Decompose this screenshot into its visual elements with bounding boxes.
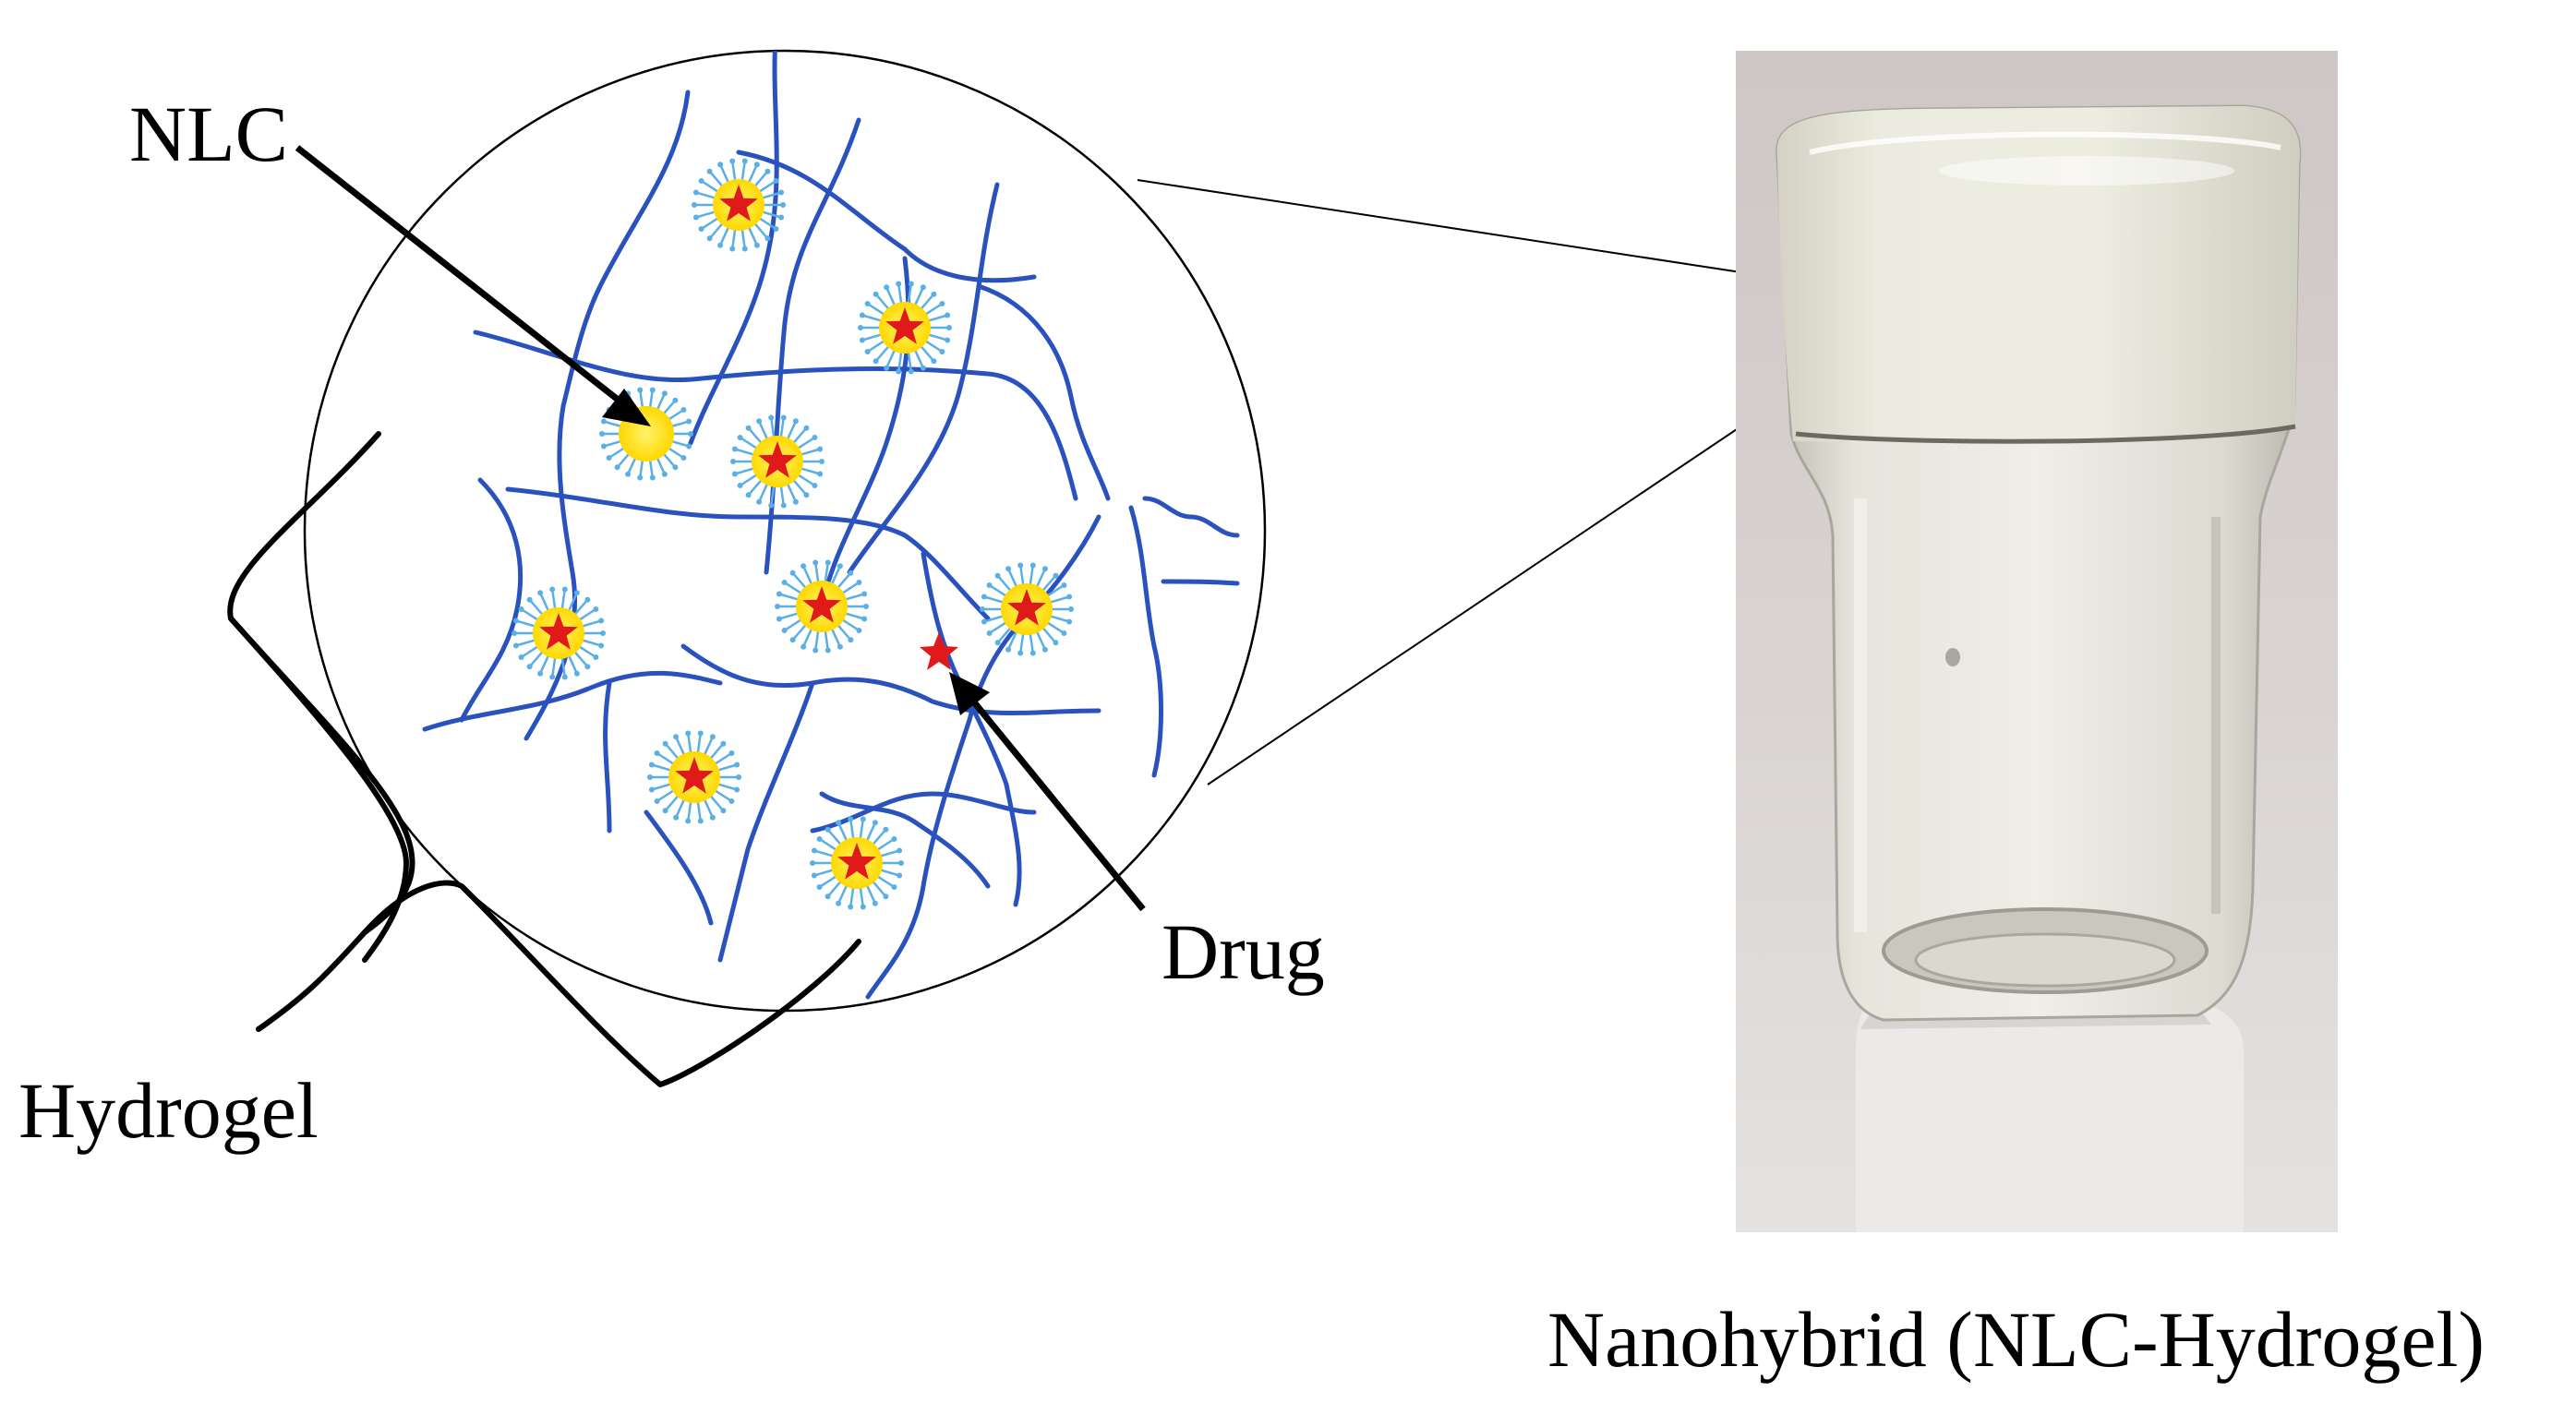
nlc-particle-with-drug: [810, 816, 904, 910]
nlc-pointer-arrow: [295, 145, 651, 426]
hydrogel-bracket: [227, 431, 861, 1087]
nlc-particle-with-drug: [775, 559, 869, 654]
drug-star: [758, 441, 797, 478]
drug-star: [885, 307, 924, 344]
drug-pointer-arrow: [949, 672, 1146, 912]
drug-star: [837, 843, 876, 880]
nlc-particle-with-drug: [730, 414, 825, 509]
drug-star: [539, 613, 578, 650]
vial-cap: [1856, 1001, 2244, 1232]
surfactant-tails: [512, 586, 606, 680]
nlc-label: NLC: [129, 90, 288, 178]
drug-star: [1007, 589, 1046, 626]
hydrogel-label: Hydrogel: [18, 1066, 319, 1155]
surfactant-tails: [730, 414, 825, 509]
surfactant-tails: [858, 281, 952, 375]
gel-layer: [1776, 106, 2300, 442]
drug-star: [675, 757, 714, 794]
free-drug-star: [920, 632, 958, 670]
nlc-particle-with-drug: [512, 586, 606, 680]
vial-photo: [1736, 51, 2338, 1232]
surfactant-tails: [647, 730, 741, 824]
magnified-view: [303, 49, 1267, 1013]
nlc-particle-with-drug: [858, 281, 952, 375]
surfactant-tails: [980, 562, 1074, 656]
surfactant-tails: [775, 559, 869, 654]
nlc-particle-with-drug: [647, 730, 741, 824]
nlc-lipid-core: [599, 387, 693, 481]
drug-star: [802, 586, 841, 623]
drug-label: Drug: [1162, 907, 1325, 996]
surfactant-tails: [810, 816, 904, 910]
magnifier-circle: [303, 49, 1267, 1013]
surfactant-tails: [692, 158, 786, 252]
nlc-particle-layer: [512, 158, 1074, 910]
nlc-particle-with-drug: [692, 158, 786, 252]
drug-star: [719, 185, 758, 222]
figure-caption: Nanohybrid (NLC-Hydrogel): [1547, 1295, 2486, 1384]
nlc-particle-with-drug: [980, 562, 1074, 656]
